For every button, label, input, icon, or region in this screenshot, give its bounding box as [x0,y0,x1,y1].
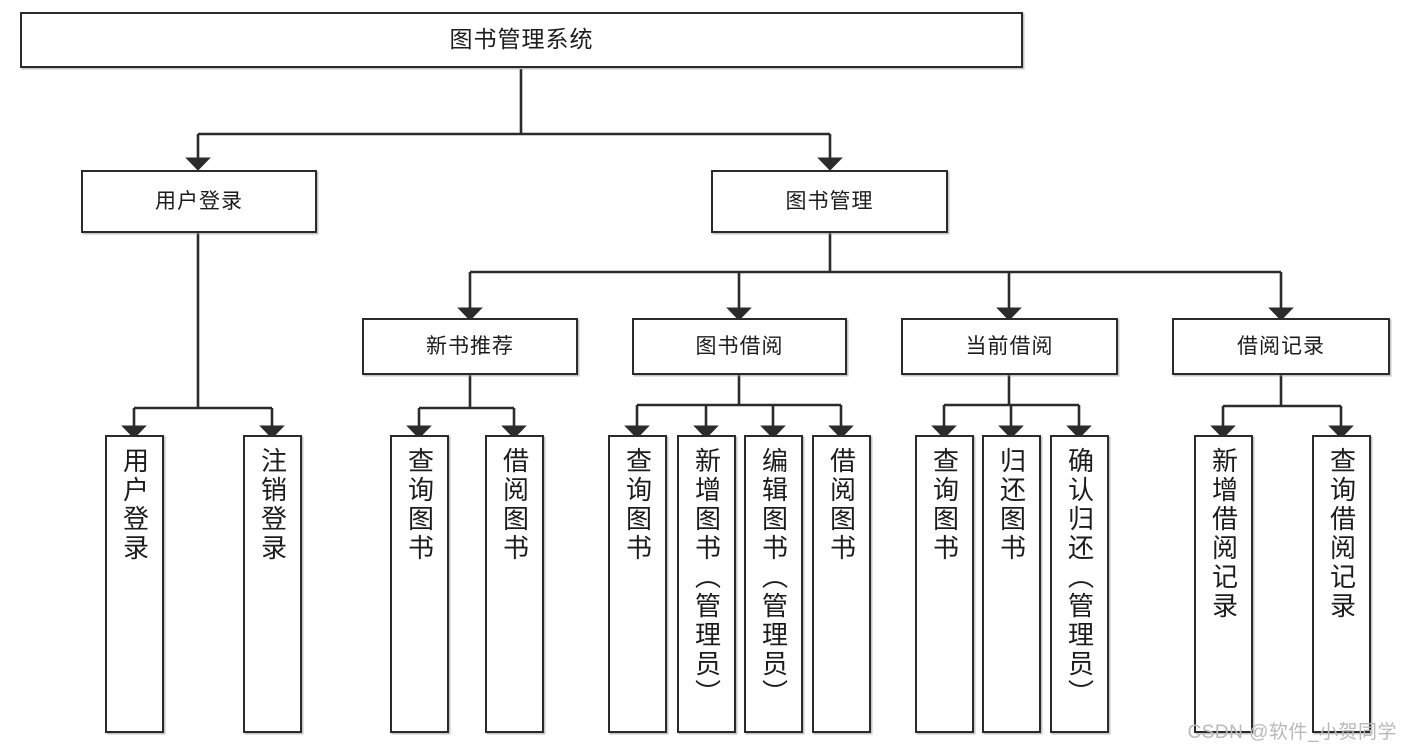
node-book-management-label: 图书管理 [785,189,874,213]
leaf-return-book-label: 归还图书 [996,447,1027,563]
leaf-add-book-admin-label: 新增图书（管理员） [691,447,722,708]
leaf-borrow-book-new-label: 借阅图书 [499,447,530,563]
leaf-query-borrow-record[interactable]: 查询借阅记录 [1312,435,1371,733]
leaf-confirm-return-admin[interactable]: 确认归还（管理员） [1050,435,1109,733]
leaf-query-book-borrow-label: 查询图书 [622,447,653,563]
node-book-borrow-label: 图书借阅 [695,334,784,358]
node-user-login[interactable]: 用户登录 [81,170,317,233]
leaf-add-book-admin[interactable]: 新增图书（管理员） [677,435,736,733]
node-root[interactable]: 图书管理系统 [20,12,1023,68]
node-borrow-record[interactable]: 借阅记录 [1172,318,1390,375]
leaf-return-book[interactable]: 归还图书 [982,435,1041,733]
node-book-borrow[interactable]: 图书借阅 [632,318,847,375]
leaf-logout[interactable]: 注销登录 [243,435,302,733]
leaf-borrow-book-label: 借阅图书 [826,447,857,563]
leaf-borrow-book-new[interactable]: 借阅图书 [485,435,544,733]
node-new-book-recommend[interactable]: 新书推荐 [362,318,578,375]
node-new-book-recommend-label: 新书推荐 [426,334,514,358]
leaf-user-login[interactable]: 用户登录 [105,435,164,733]
leaf-query-book-new[interactable]: 查询图书 [390,435,449,733]
node-book-management[interactable]: 图书管理 [711,170,948,233]
node-root-label: 图书管理系统 [449,26,594,53]
leaf-query-book-current-label: 查询图书 [929,447,960,563]
node-user-login-label: 用户登录 [155,189,243,213]
leaf-borrow-book[interactable]: 借阅图书 [812,435,871,733]
leaf-add-borrow-record[interactable]: 新增借阅记录 [1194,435,1253,733]
node-current-borrow[interactable]: 当前借阅 [901,318,1118,375]
leaf-edit-book-admin-label: 编辑图书（管理员） [758,447,789,708]
leaf-user-login-label: 用户登录 [119,447,150,563]
node-borrow-record-label: 借阅记录 [1237,334,1325,358]
leaf-query-book-current[interactable]: 查询图书 [915,435,974,733]
leaf-query-book-borrow[interactable]: 查询图书 [608,435,667,733]
leaf-confirm-return-admin-label: 确认归还（管理员） [1064,447,1095,708]
leaf-query-borrow-record-label: 查询借阅记录 [1326,447,1357,621]
leaf-logout-label: 注销登录 [257,447,288,563]
leaf-query-book-new-label: 查询图书 [404,447,435,563]
leaf-edit-book-admin[interactable]: 编辑图书（管理员） [744,435,803,733]
watermark-text: CSDN @软件_小贺同学 [1187,722,1397,743]
node-current-borrow-label: 当前借阅 [965,334,1054,358]
leaf-add-borrow-record-label: 新增借阅记录 [1208,447,1239,621]
